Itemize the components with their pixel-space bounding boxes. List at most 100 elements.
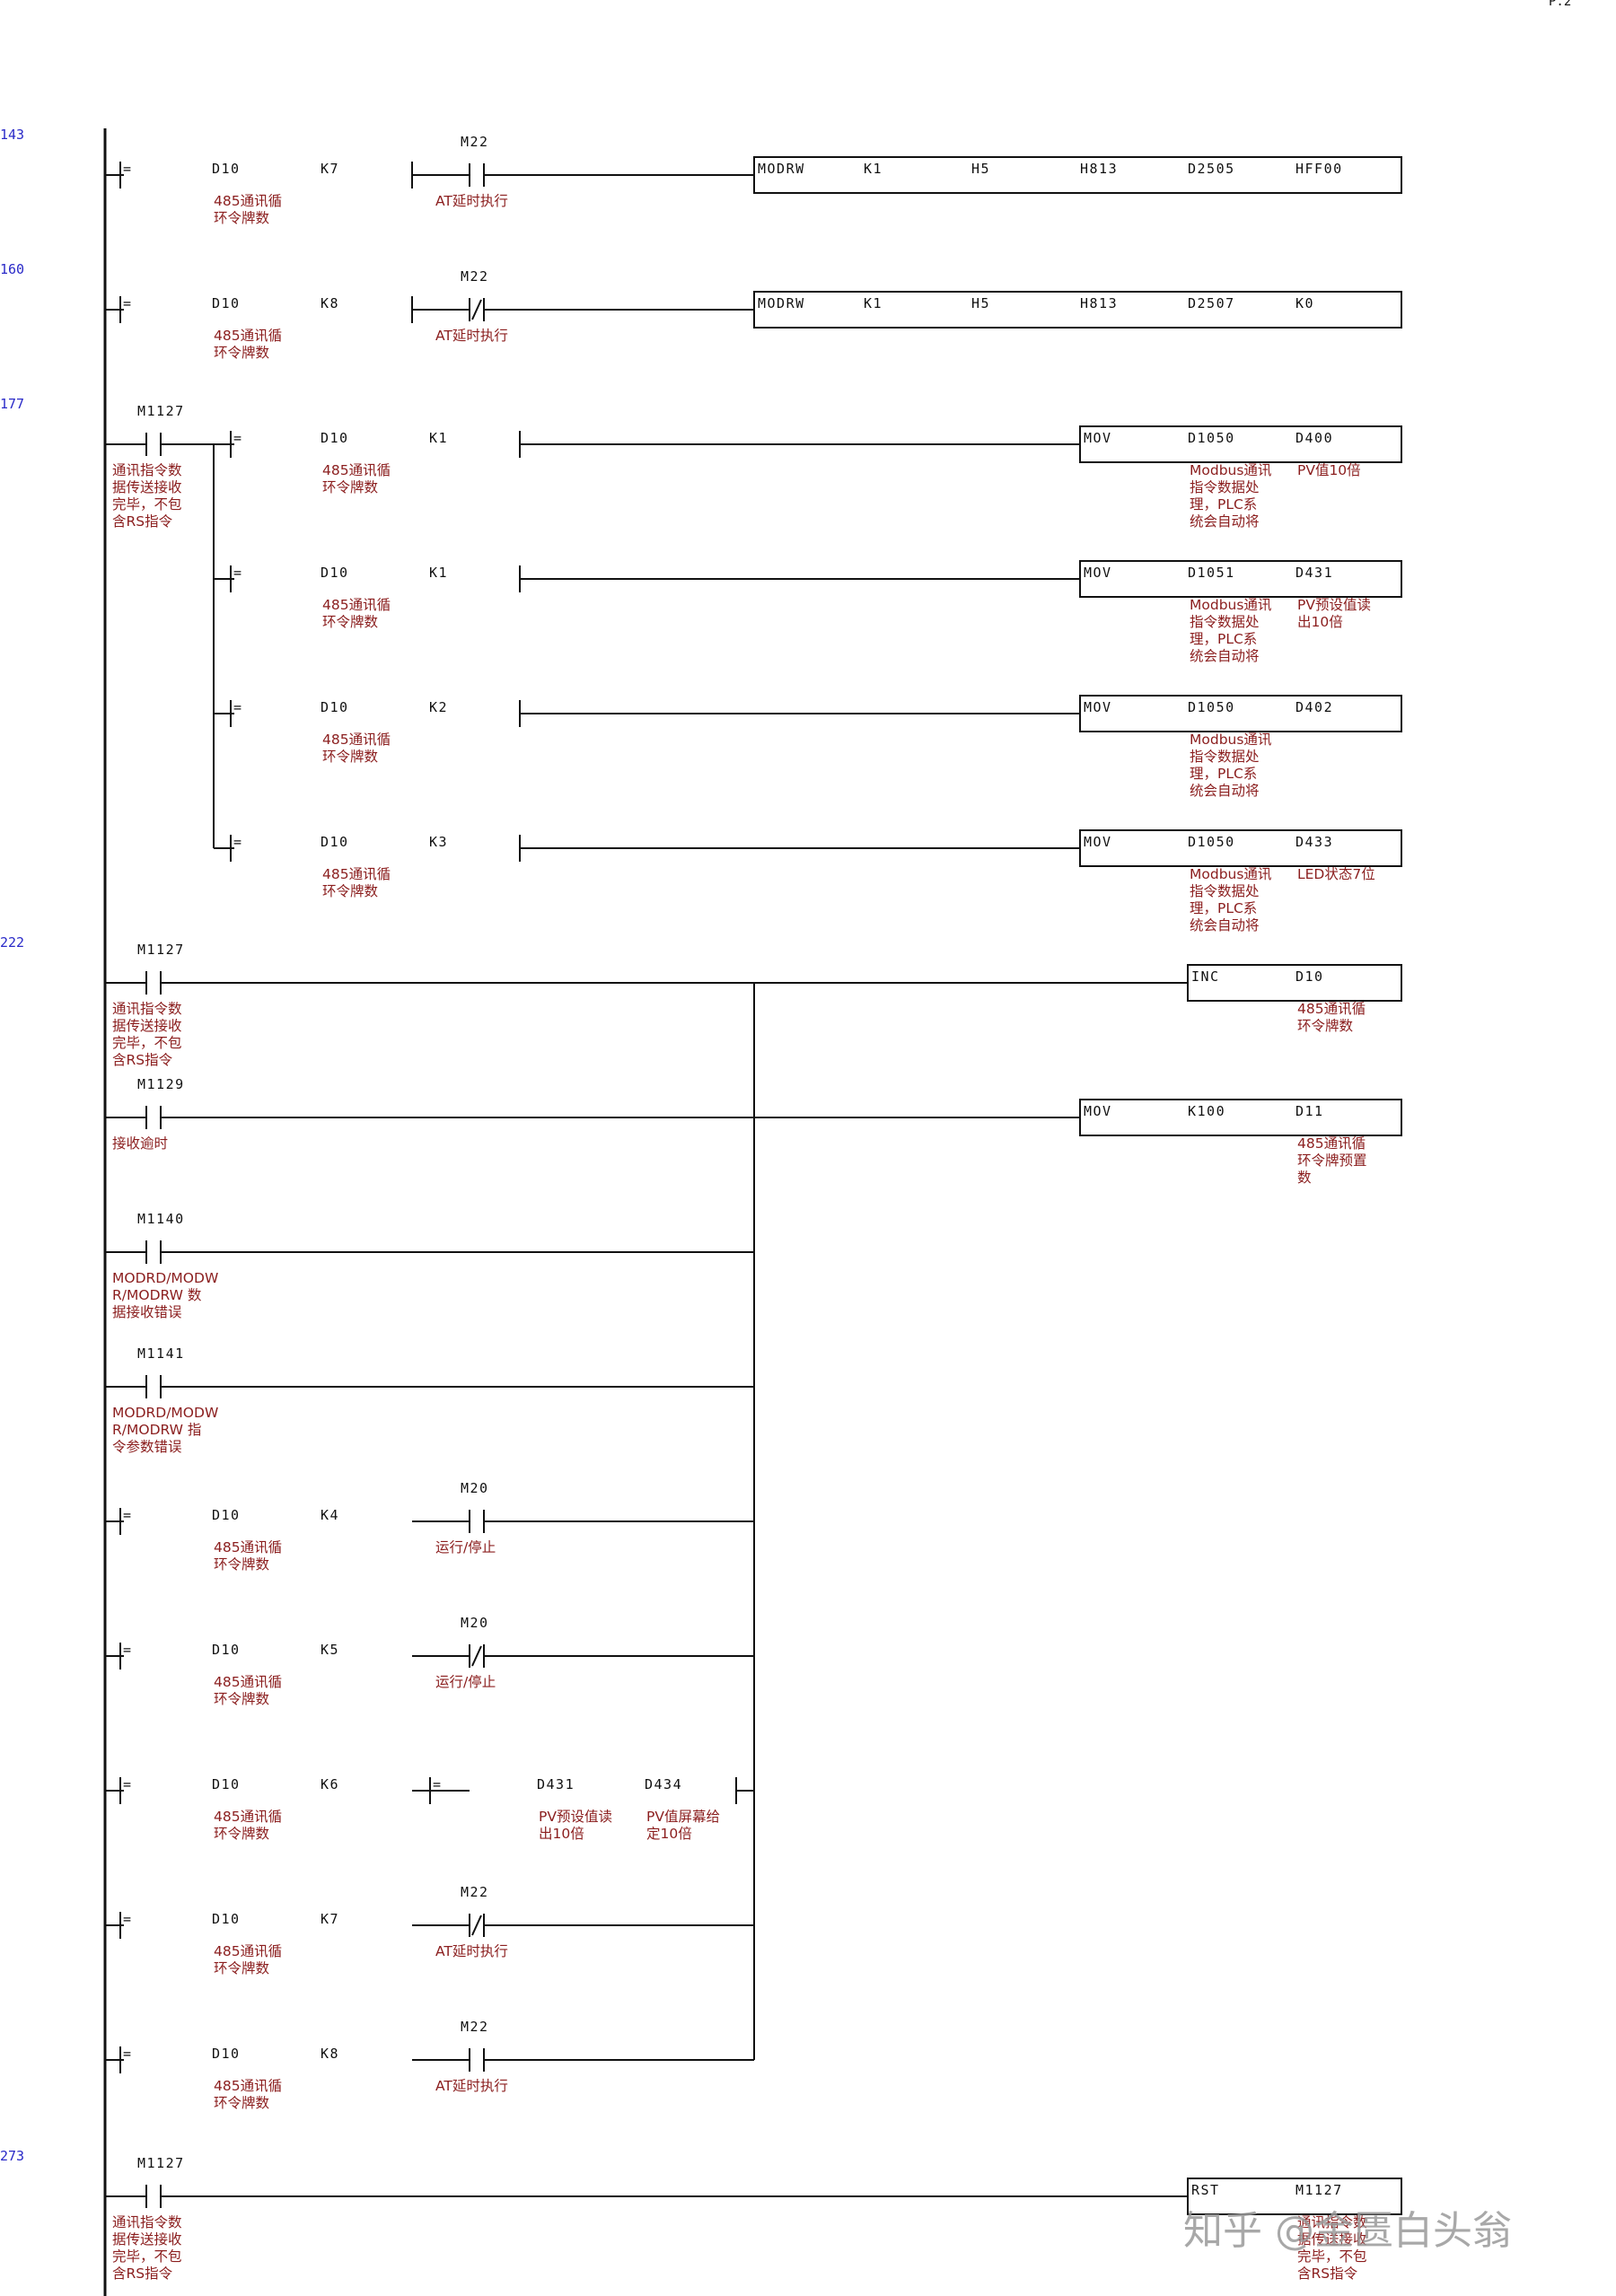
instruction-name: MOV [1084,430,1112,446]
compare-source1: D10 [321,834,349,850]
instruction-operand: D1051 [1188,565,1235,581]
contact-device: M22 [461,1884,489,1900]
contact-comment: AT延时执行 [435,1943,508,1959]
instruction-box [1079,695,1402,732]
contact-device: M22 [461,134,489,150]
compare-operator: = [123,1507,133,1523]
contact-comment: 令参数错误 [112,1439,182,1455]
compare-comment: 485通讯循 [214,328,282,344]
operand-comment: Modbus通讯 [1190,597,1271,613]
step-number: 160 [0,261,24,277]
operand-comment: 统会自动将 [1190,513,1260,530]
contact-comment: 据传送接收 [112,479,182,495]
contact-comment: 含RS指令 [112,513,173,530]
contact-comment: 完毕，不包 [112,496,182,513]
step-number: 143 [0,127,24,143]
contact-comment: 通讯指令数 [112,462,182,478]
compare-comment: 环令牌数 [322,749,379,765]
instruction-operand: H813 [1080,161,1118,177]
contact-device: M1127 [137,942,185,958]
compare-source2: K7 [321,161,339,177]
contact-comment: 含RS指令 [112,1052,173,1068]
compare-comment: 定10倍 [646,1826,692,1842]
contact-device: M22 [461,2019,489,2035]
step-number: 222 [0,934,24,951]
compare-source1: D10 [212,1507,241,1523]
nc-slash [471,299,482,320]
instruction-box [1079,1099,1402,1136]
compare-source1: D10 [321,430,349,446]
compare-operator: = [233,834,243,850]
compare-comment: 485通讯循 [214,1674,282,1690]
operand-comment: 完毕，不包 [1297,2248,1367,2265]
contact-device: M1127 [137,2155,185,2171]
instruction-name: MODRW [758,161,805,177]
watermark: 知乎 @金匮白头翁 [1183,2208,1512,2254]
compare-comment: 环令牌数 [214,210,270,226]
instruction-box [1187,964,1402,1002]
contact-comment: 含RS指令 [112,2265,173,2282]
contact-comment: AT延时执行 [435,2078,508,2094]
compare-source2: K1 [429,565,448,581]
compare-operator: = [123,1911,133,1927]
operand-comment: 理，PLC系 [1190,631,1257,647]
instruction-operand: K1 [864,161,883,177]
operand-comment: 据传送接收 [1297,2231,1367,2248]
contact-device: M20 [461,1615,489,1631]
compare-source1: D10 [212,161,241,177]
instruction-name: MOV [1084,1103,1112,1119]
contact-comment: R/MODRW 数 [112,1287,202,1303]
instruction-name: MOV [1084,834,1112,850]
instruction-operand: D402 [1295,699,1333,715]
operand-comment: 通讯指令数 [1297,2214,1367,2230]
compare-comment: 环令牌数 [322,614,379,630]
instruction-operand: D2505 [1188,161,1235,177]
operand-comment: 指令数据处 [1190,883,1260,899]
instruction-name: MOV [1084,699,1112,715]
compare-operator: = [233,699,243,715]
instruction-operand: D1050 [1188,834,1235,850]
contact-comment: AT延时执行 [435,328,508,344]
instruction-box [1187,2178,1402,2215]
compare-source2: K7 [321,1911,339,1927]
compare-source1: D431 [537,1776,575,1792]
contact-comment: 运行/停止 [435,1539,496,1555]
compare-comment: 485通讯循 [322,732,391,748]
operand-comment: 环令牌数 [1297,1018,1354,1034]
compare-source1: D10 [321,699,349,715]
operand-comment: 理，PLC系 [1190,496,1257,513]
compare-comment: 环令牌数 [214,1960,270,1976]
operand-comment: 数 [1297,1170,1312,1186]
contact-device: M22 [461,268,489,285]
contact-comment: 据传送接收 [112,1018,182,1034]
contact-comment: MODRD/MODW [112,1405,218,1421]
contact-comment: 通讯指令数 [112,2214,182,2230]
instruction-operand: K1 [864,295,883,311]
operand-comment: PV值10倍 [1297,462,1361,478]
compare-source1: D10 [321,565,349,581]
compare-source2: D434 [645,1776,682,1792]
compare-comment: 485通讯循 [214,1809,282,1825]
instruction-operand: H5 [971,295,990,311]
contact-comment: 完毕，不包 [112,2248,182,2265]
contact-comment: 通讯指令数 [112,1001,182,1017]
contact-comment: 据传送接收 [112,2231,182,2248]
instruction-operand: D10 [1295,968,1324,985]
contact-device: M1141 [137,1345,185,1362]
compare-operator: = [123,1642,133,1658]
instruction-box [1079,560,1402,598]
contact-device: M1129 [137,1076,185,1092]
compare-comment: 485通讯循 [214,193,282,209]
compare-source2: K4 [321,1507,339,1523]
instruction-name: MODRW [758,295,805,311]
operand-comment: 指令数据处 [1190,749,1260,765]
operand-comment: 理，PLC系 [1190,900,1257,916]
operand-comment: 含RS指令 [1297,2265,1358,2282]
operand-comment: Modbus通讯 [1190,866,1271,882]
instruction-operand: D400 [1295,430,1333,446]
instruction-operand: H5 [971,161,990,177]
compare-source2: K6 [321,1776,339,1792]
compare-comment: 出10倍 [539,1826,584,1842]
